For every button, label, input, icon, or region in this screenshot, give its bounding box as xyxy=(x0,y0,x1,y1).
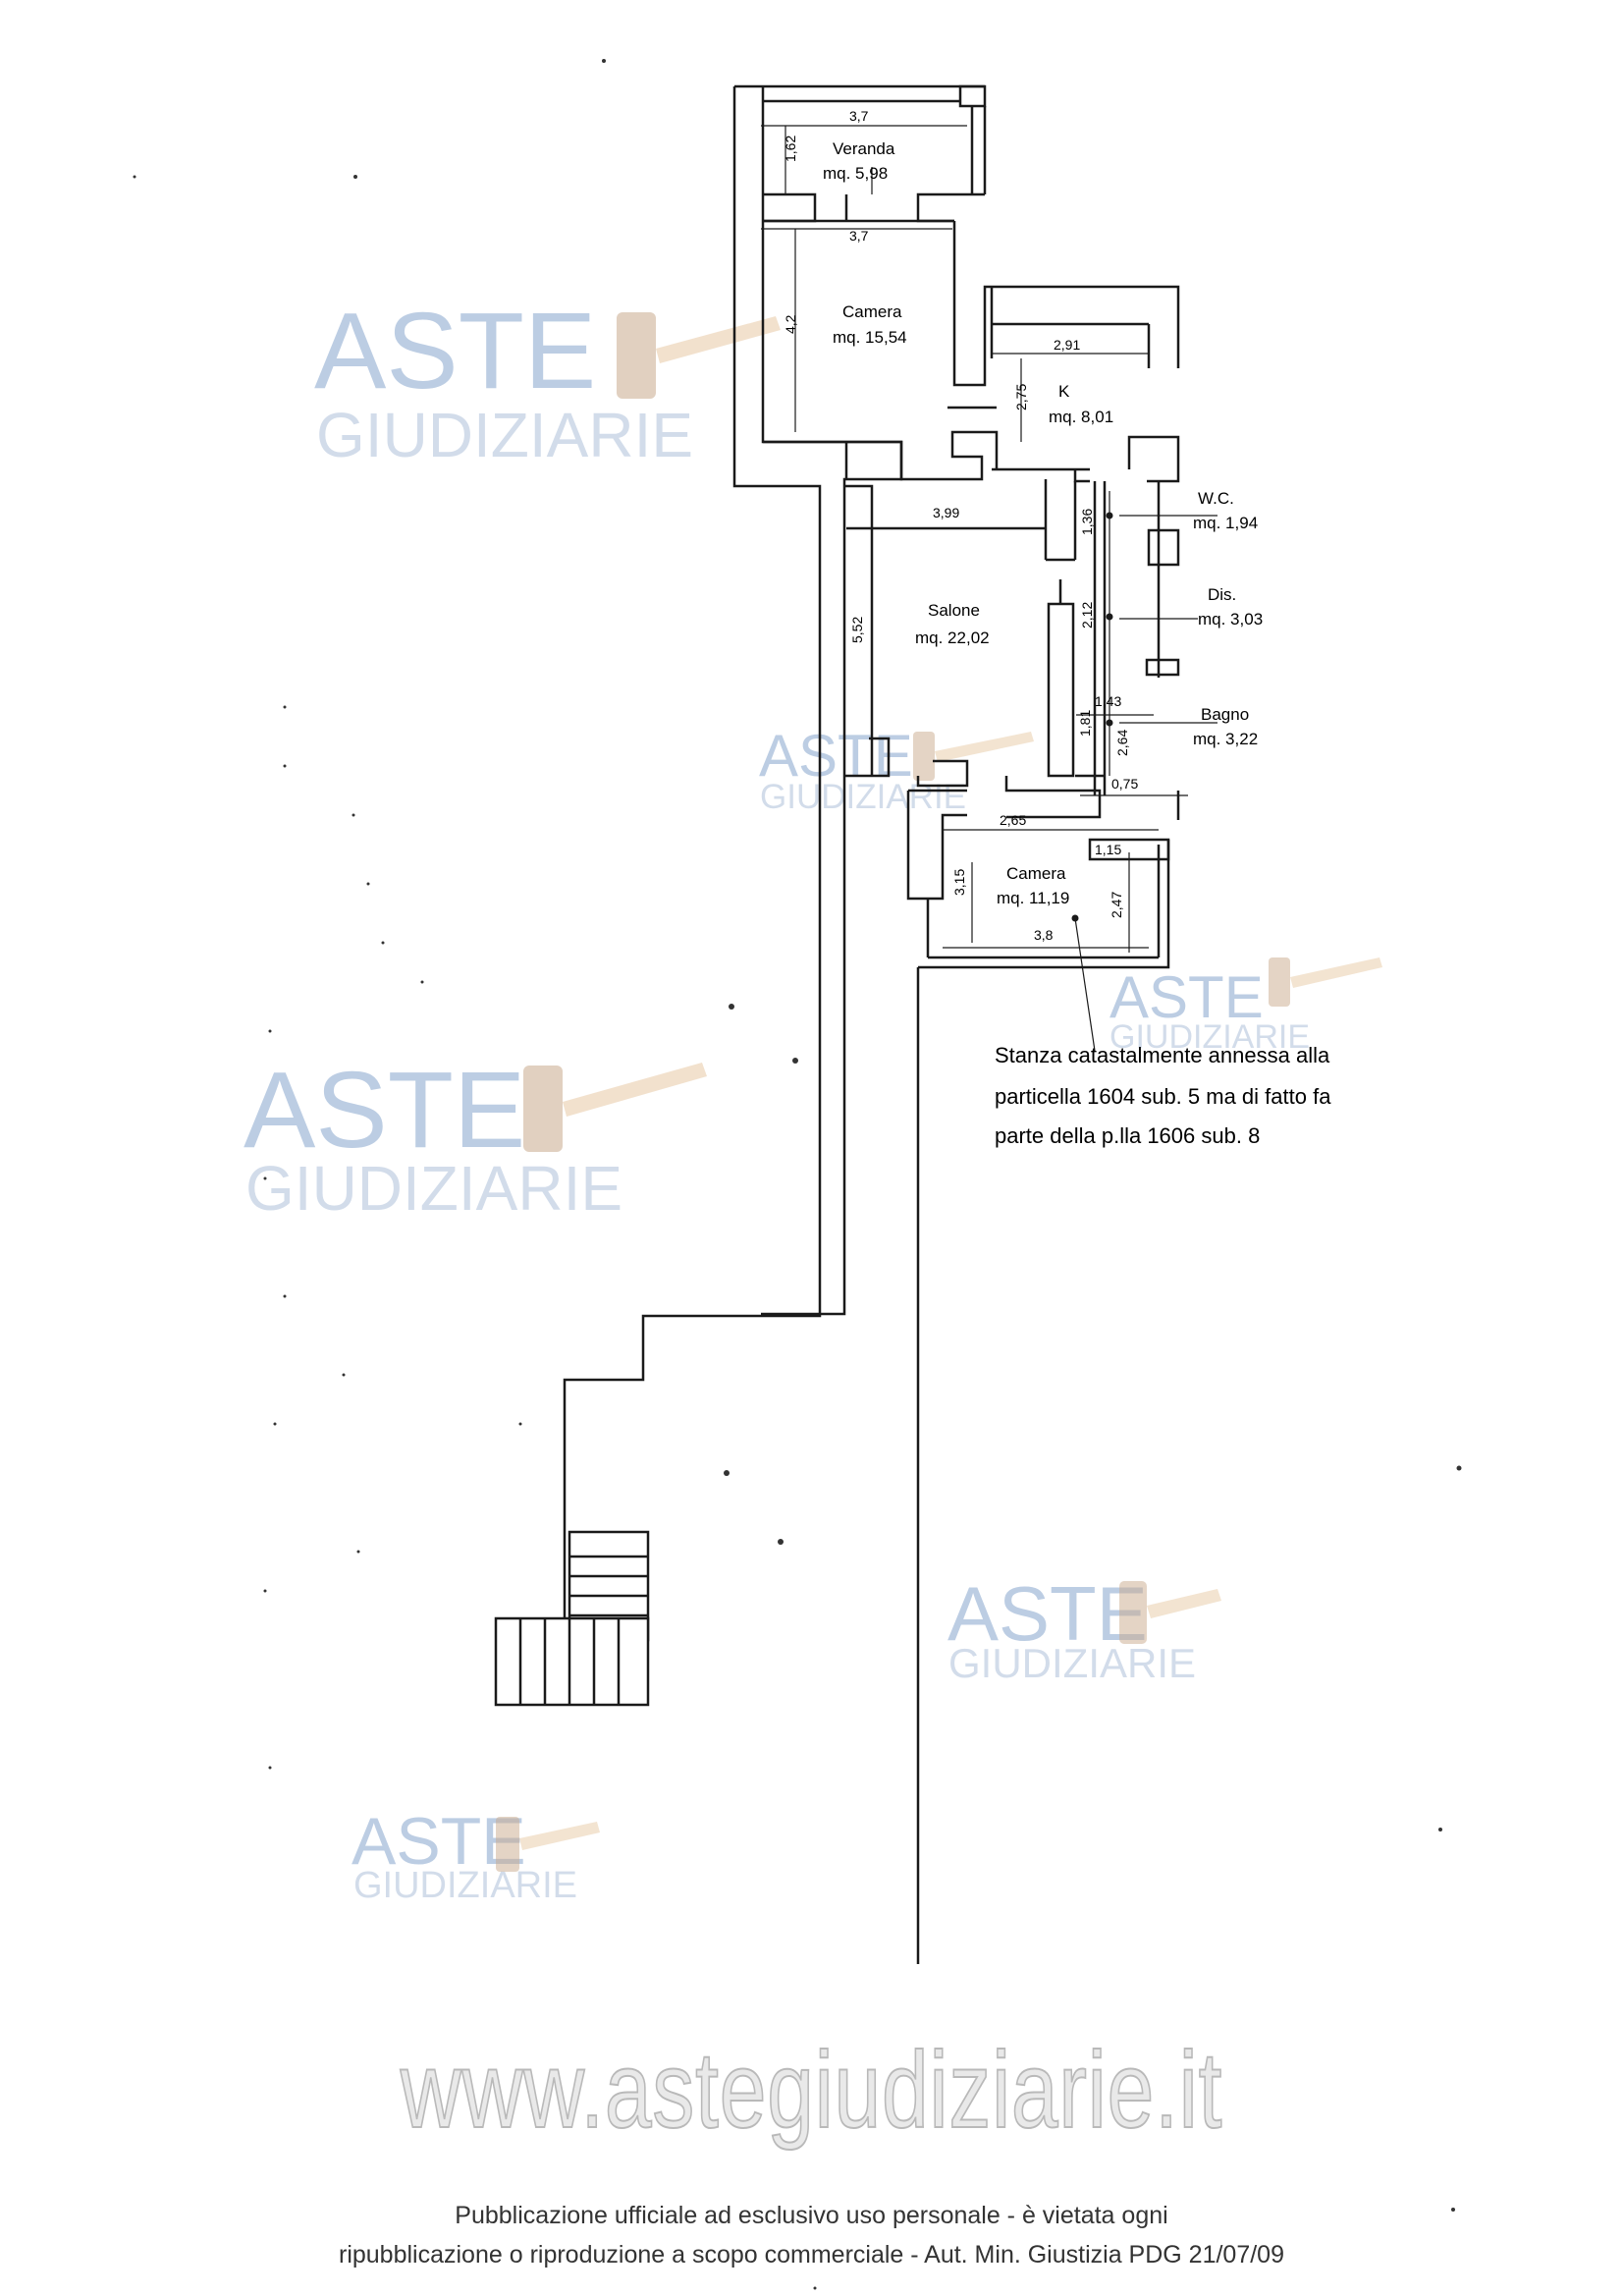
svg-text:particella 1604 sub. 5 ma di f: particella 1604 sub. 5 ma di fatto fa xyxy=(995,1084,1331,1109)
svg-text:GIUDIZIARIE: GIUDIZIARIE xyxy=(948,1640,1196,1686)
cadastral-note: Stanza catastalmente annessa alla partic… xyxy=(995,1043,1331,1148)
room-bagno: Bagno mq. 3,22 xyxy=(1193,705,1258,748)
svg-text:GIUDIZIARIE: GIUDIZIARIE xyxy=(316,400,693,470)
dim-kitchen-height: 2,75 xyxy=(1013,384,1029,410)
dim-bagno-a: 1,81 xyxy=(1077,710,1093,737)
svg-text:ASTE: ASTE xyxy=(314,291,596,411)
dim-wc-height: 1,36 xyxy=(1079,509,1095,535)
svg-text:ASTE: ASTE xyxy=(243,1050,525,1171)
svg-text:Bagno: Bagno xyxy=(1201,705,1249,724)
room-wc: W.C. mq. 1,94 xyxy=(1193,489,1258,532)
watermark-url: www.astegiudiziarie.it xyxy=(400,2029,1223,2152)
svg-text:W.C.: W.C. xyxy=(1198,489,1234,508)
dim-dis-height: 2,12 xyxy=(1079,602,1095,629)
svg-text:Dis.: Dis. xyxy=(1208,585,1236,604)
room-kitchen: K mq. 8,01 xyxy=(1049,382,1113,426)
dim-camera2-height-left: 3,15 xyxy=(951,869,967,896)
dim-camera2-width-top: 2,65 xyxy=(1000,812,1026,828)
room-camera-2: Camera mq. 11,19 xyxy=(997,864,1069,907)
svg-text:mq. 5,98: mq. 5,98 xyxy=(823,164,888,183)
footer-notice-line-2: ripubblicazione o riproduzione a scopo c… xyxy=(339,2241,1284,2269)
gavel-icon xyxy=(913,732,1034,781)
svg-text:ASTE: ASTE xyxy=(1109,964,1264,1030)
svg-text:GIUDIZIARIE: GIUDIZIARIE xyxy=(353,1865,577,1906)
room-veranda: Veranda mq. 5,98 xyxy=(823,139,895,183)
room-dis: Dis. mq. 3,03 xyxy=(1198,585,1263,629)
dim-veranda-left: 1,62 xyxy=(783,136,798,162)
svg-text:Camera: Camera xyxy=(1006,864,1066,883)
watermark-logo: ASTE GIUDIZIARIE xyxy=(947,1570,1221,1686)
dimension-lines xyxy=(761,125,1217,1052)
dimension-labels: 3,7 1,62 3,7 4,2 2,91 2,75 3,99 5,52 1,3… xyxy=(783,108,1138,943)
dim-bagno-c: 0,75 xyxy=(1111,776,1138,792)
gavel-icon xyxy=(1119,1581,1221,1644)
dim-bagno-width: 1,43 xyxy=(1095,693,1121,709)
dim-camera1-height: 4,2 xyxy=(783,314,798,334)
svg-text:GIUDIZIARIE: GIUDIZIARIE xyxy=(1109,1018,1310,1056)
footer-notice-line-1: Pubblicazione ufficiale ad esclusivo uso… xyxy=(455,2202,1168,2229)
watermark-logo: ASTE GIUDIZIARIE xyxy=(759,723,1034,816)
svg-text:mq. 3,22: mq. 3,22 xyxy=(1193,730,1258,748)
svg-text:ASTE: ASTE xyxy=(759,723,913,789)
svg-text:Veranda: Veranda xyxy=(833,139,895,158)
svg-text:GIUDIZIARIE: GIUDIZIARIE xyxy=(245,1153,622,1224)
svg-text:Camera: Camera xyxy=(842,302,902,321)
watermark-logo: ASTE GIUDIZIARIE xyxy=(243,1050,707,1224)
svg-text:ASTE: ASTE xyxy=(947,1570,1148,1657)
svg-text:mq. 8,01: mq. 8,01 xyxy=(1049,408,1113,426)
dim-camera2-height-right: 2,47 xyxy=(1109,892,1124,918)
svg-text:mq. 1,94: mq. 1,94 xyxy=(1193,514,1258,532)
svg-text:mq. 22,02: mq. 22,02 xyxy=(915,629,990,647)
gavel-icon xyxy=(1269,957,1382,1007)
dim-salone-width: 3,99 xyxy=(933,505,959,520)
walls xyxy=(494,84,1180,1964)
gavel-icon xyxy=(523,1063,707,1152)
watermark-logo: ASTE GIUDIZIARIE xyxy=(314,291,781,470)
svg-text:GIUDIZIARIE: GIUDIZIARIE xyxy=(760,778,966,816)
svg-text:K: K xyxy=(1058,382,1070,401)
svg-text:mq. 11,19: mq. 11,19 xyxy=(997,889,1069,907)
dim-salone-height: 5,52 xyxy=(849,617,865,643)
room-camera-1: Camera mq. 15,54 xyxy=(833,302,907,347)
dim-kitchen-width: 2,91 xyxy=(1054,337,1080,353)
svg-text:mq. 15,54: mq. 15,54 xyxy=(833,328,907,347)
svg-text:Salone: Salone xyxy=(928,601,980,620)
dim-camera2-width-bottom: 3,8 xyxy=(1034,927,1054,943)
svg-text:parte della p.lla 1606 sub. 8: parte della p.lla 1606 sub. 8 xyxy=(995,1123,1260,1148)
dim-veranda-top: 3,7 xyxy=(849,108,869,124)
svg-text:mq. 3,03: mq. 3,03 xyxy=(1198,610,1263,629)
gavel-icon xyxy=(496,1817,600,1872)
scan-noise xyxy=(133,59,1462,2290)
room-salone: Salone mq. 22,02 xyxy=(915,601,990,647)
watermark-logo: ASTE GIUDIZIARIE xyxy=(352,1804,600,1906)
svg-text:Stanza catastalmente annessa a: Stanza catastalmente annessa alla xyxy=(995,1043,1330,1067)
leader-dots xyxy=(1071,512,1113,922)
dim-bagno-b: 2,64 xyxy=(1114,730,1130,756)
watermark-logo: ASTE GIUDIZIARIE xyxy=(1109,957,1382,1056)
gavel-icon xyxy=(617,312,781,399)
dim-camera2-small-width: 1,15 xyxy=(1095,842,1121,857)
dim-veranda-bottom: 3,7 xyxy=(849,228,869,244)
